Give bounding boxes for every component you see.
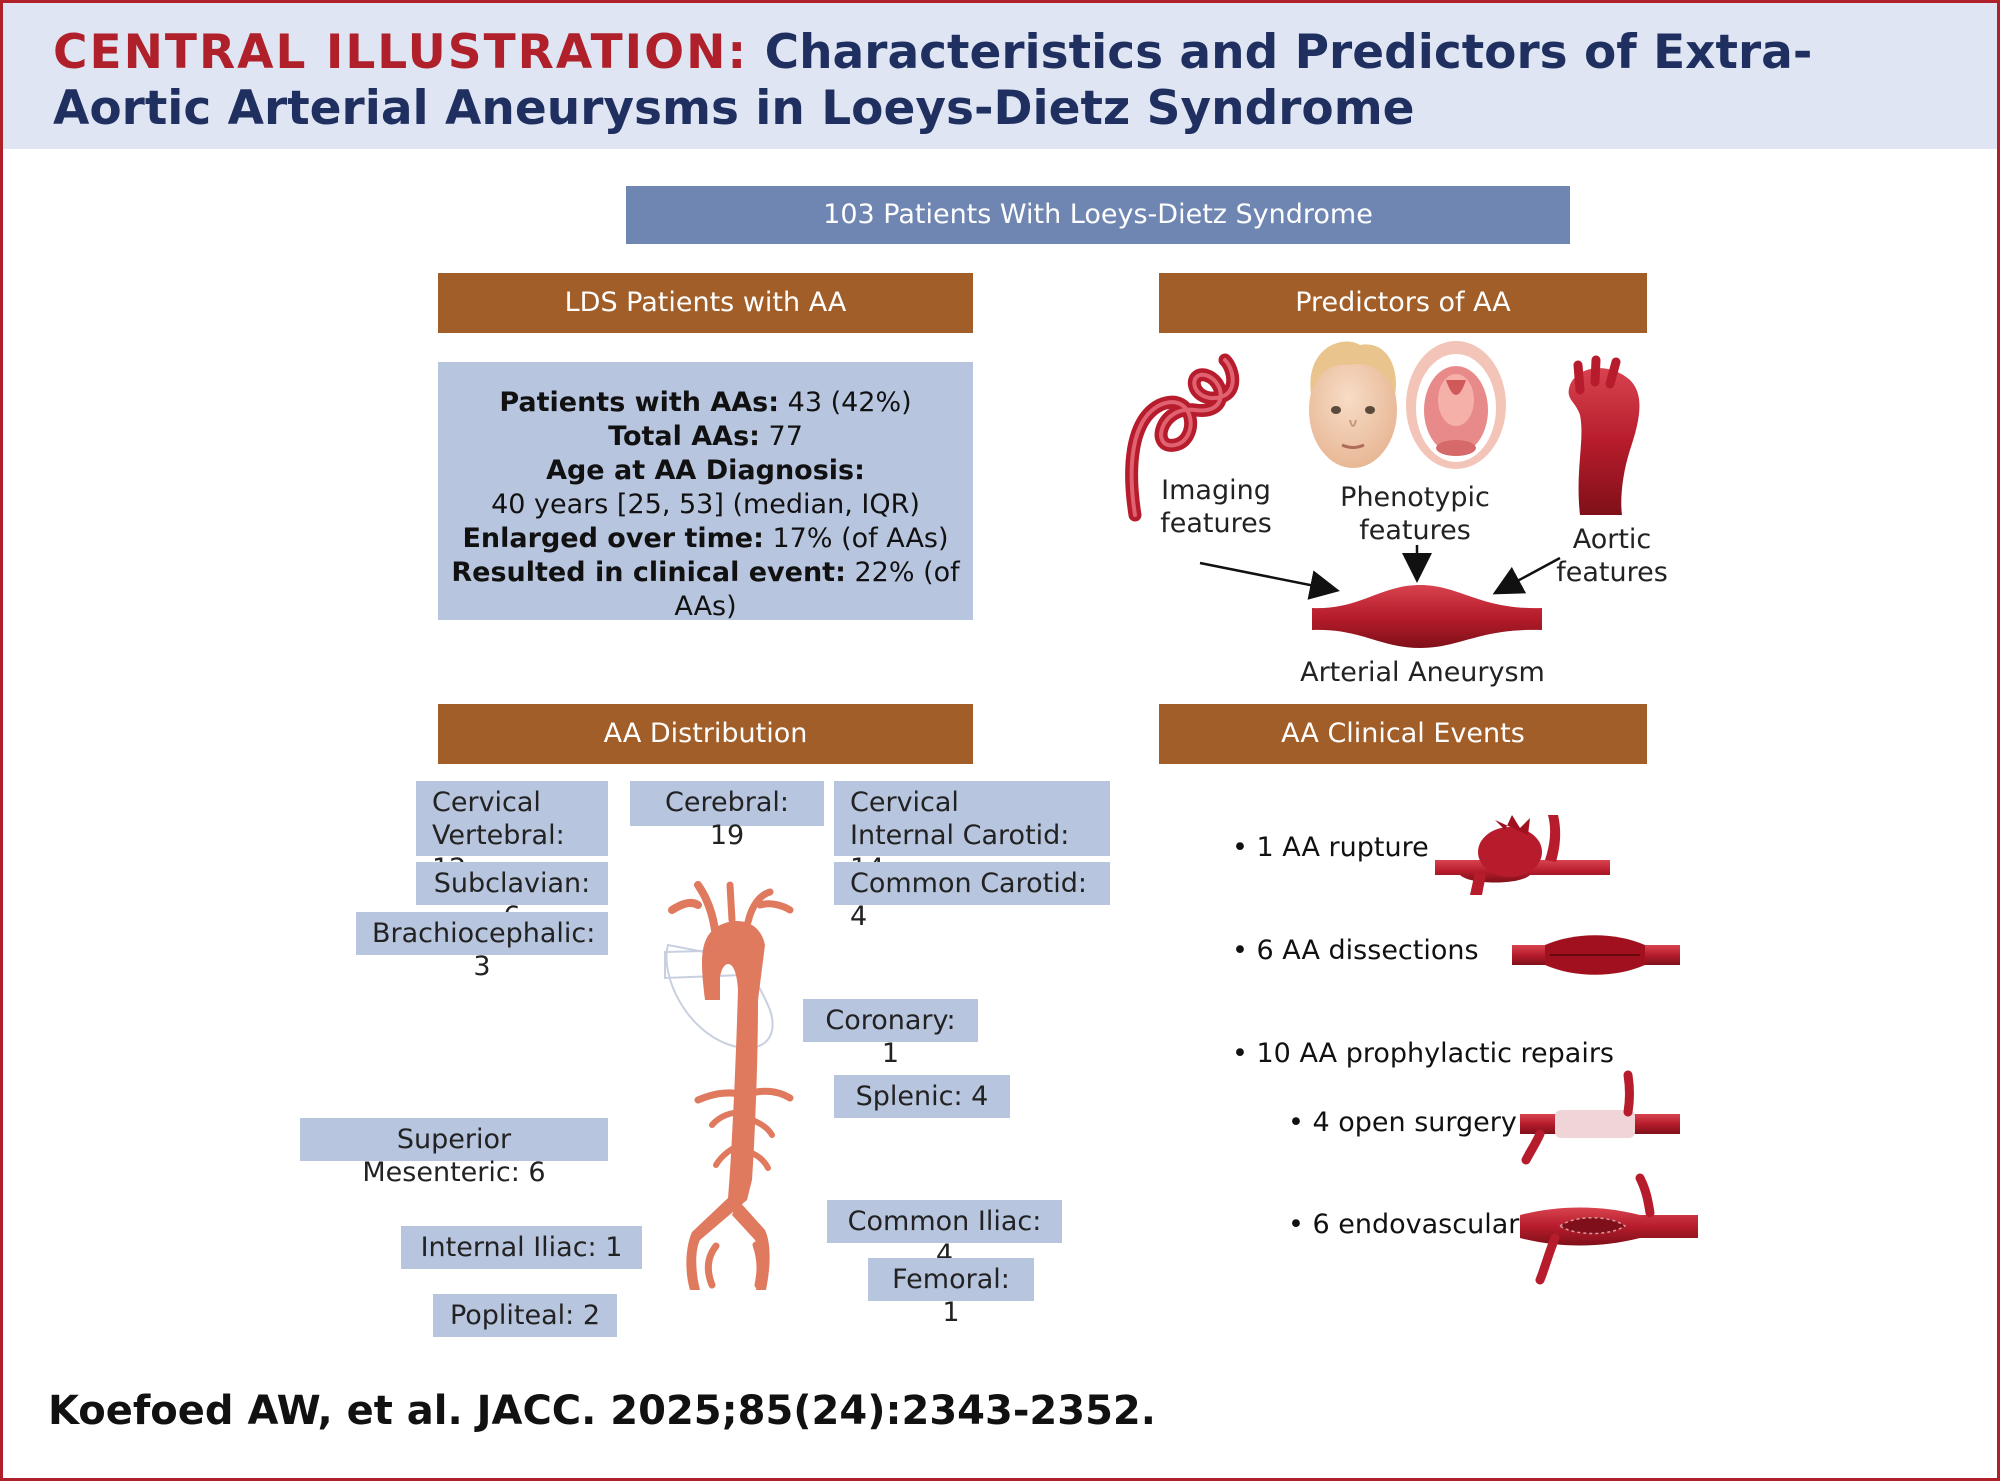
event-prophylactic-repairs: • 10 AA prophylactic repairs [1232,1038,1614,1069]
event-dissections: • 6 AA dissections [1232,935,1479,966]
event-open-surgery: • 4 open surgery [1288,1107,1517,1138]
stat-total: Total AAs: 77 [608,421,803,452]
cohort-bar: 103 Patients With Loeys-Dietz Syndrome [626,186,1570,244]
stat-clinical-event: Resulted in clinical event: 22% (of AAs) [451,557,960,622]
title-prefix: CENTRAL ILLUSTRATION: [53,25,749,80]
citation: Koefoed AW, et al. JACC. 2025;85(24):234… [48,1388,1156,1434]
label-femoral: Femoral: 1 [868,1258,1034,1328]
predictors-header: Predictors of AA [1159,273,1647,333]
endovascular-stent-icon [1520,1173,1698,1285]
stat-age-label: Age at AA Diagnosis: [546,455,865,486]
label-splenic: Splenic: 4 [834,1075,1010,1118]
dissection-icon [1512,935,1680,975]
open-mouth-icon [1406,341,1506,469]
stat-age-value: 40 years [25, 53] (median, IQR) [491,489,920,520]
arterial-aneurysm-label: Arterial Aneurysm [1300,657,1545,688]
label-cerebral: Cerebral: 19 [630,781,824,851]
stat-enlarged: Enlarged over time: 17% (of AAs) [462,523,949,554]
distribution-header: AA Distribution [438,704,973,764]
aorta-icon [1568,355,1640,515]
rupture-icon [1435,815,1610,895]
figure-title: CENTRAL ILLUSTRATION: Characteristics an… [53,25,1953,137]
child-face-icon [1309,341,1397,468]
event-endovascular: • 6 endovascular [1288,1209,1520,1240]
events-header: AA Clinical Events [1159,704,1647,764]
arterial-aneurysm-icon [1312,585,1542,648]
label-superior-mesenteric: Superior Mesenteric: 6 [300,1118,608,1188]
lds-patients-header: LDS Patients with AA [438,273,973,333]
stats-box: Patients with AAs: 43 (42%) Total AAs: 7… [438,362,973,622]
label-subclavian: Subclavian: 6 [416,862,608,932]
tortuous-artery-icon [1125,353,1240,522]
arrow-imaging [1199,561,1340,600]
label-common-iliac: Common Iliac: 4 [827,1200,1062,1270]
arrow-aortic [1492,556,1561,595]
event-rupture: • 1 AA rupture [1232,832,1429,863]
label-common-carotid: Common Carotid: 4 [834,862,1110,932]
title-text: Characteristics and Predictors of Extra-… [53,25,1813,136]
label-popliteal: Popliteal: 2 [433,1294,617,1337]
open-surgery-icon [1520,1070,1680,1165]
label-coronary: Coronary: 1 [803,999,978,1069]
label-internal-iliac: Internal Iliac: 1 [401,1226,642,1269]
aortic-tree-icon [664,881,794,1290]
stat-patients: Patients with AAs: 43 (42%) [499,387,912,418]
label-brachiocephalic: Brachiocephalic: 3 [356,912,608,982]
title-banner: CENTRAL ILLUSTRATION: Characteristics an… [3,3,1997,149]
